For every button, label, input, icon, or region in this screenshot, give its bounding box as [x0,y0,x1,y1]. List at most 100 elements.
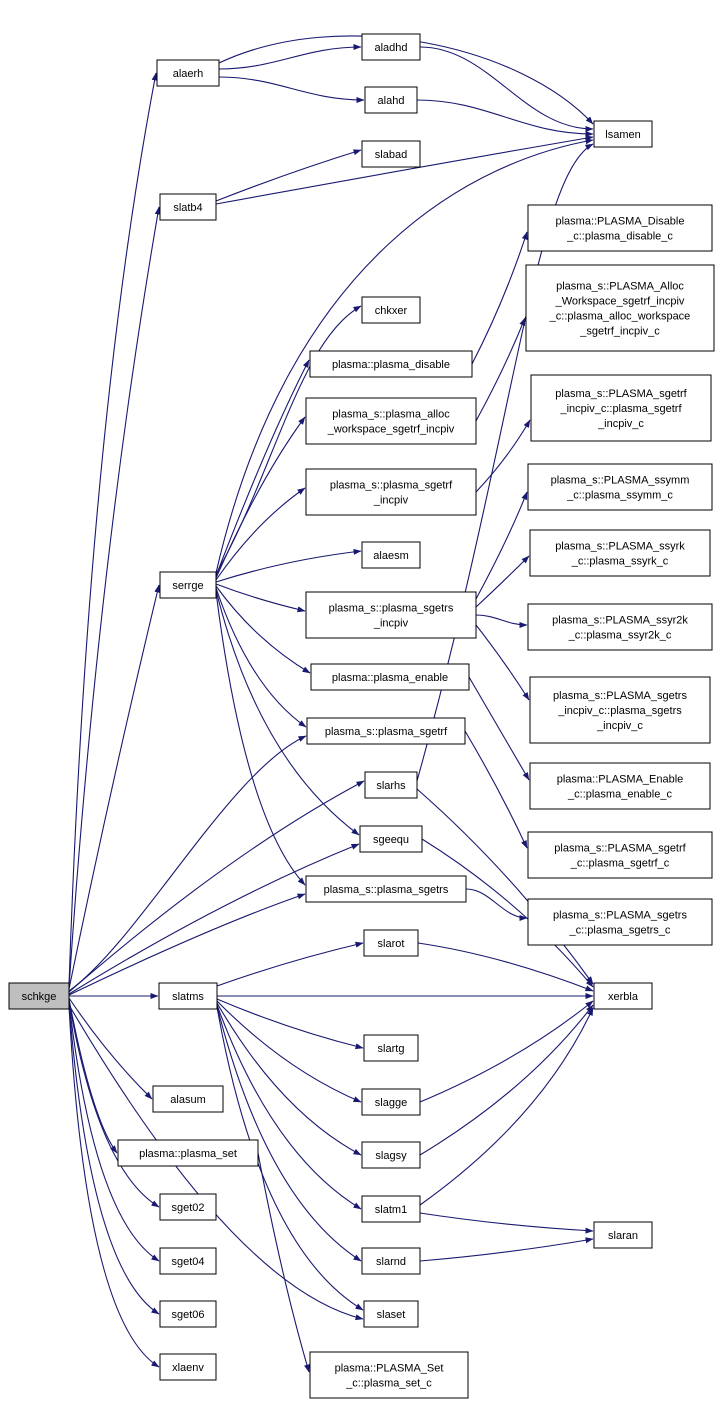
node-plasma_sgetrf-box[interactable] [306,717,466,745]
node-sget02-box[interactable] [159,1193,217,1221]
node-plasma_sgetrf_incpiv[interactable]: plasma_s::plasma_sgetrf_incpiv [305,468,477,516]
node-xlaenv-box[interactable] [159,1353,217,1381]
node-ssyr2k_c[interactable]: plasma_s::PLASMA_ssyr2k_c::plasma_ssyr2k… [527,603,713,651]
node-schkge[interactable]: schkge [8,982,70,1010]
node-plasma_disable[interactable]: plasma::plasma_disable [309,350,473,378]
node-slarot-box[interactable] [363,929,419,957]
node-sget04-box[interactable] [159,1247,217,1275]
node-slarhs[interactable]: slarhs [364,771,418,799]
node-sgetrf_c[interactable]: plasma_s::PLASMA_sgetrf_c::plasma_sgetrf… [527,831,713,879]
edge-slarhs-to-xerbla [416,788,594,985]
node-slaran[interactable]: slaran [593,1221,653,1249]
node-slarnd-box[interactable] [361,1247,421,1275]
node-plasma_sgetrf_incpiv_c-box[interactable] [530,374,712,442]
node-ssyr2k_c-box[interactable] [527,603,713,651]
node-slatm1-box[interactable] [361,1195,421,1223]
node-schkge-box[interactable] [8,982,70,1010]
node-plasma_enable-box[interactable] [310,663,470,691]
node-sgetrs_c-box[interactable] [527,898,713,946]
node-alaerh-box[interactable] [156,59,220,87]
node-xlaenv[interactable]: xlaenv [159,1353,217,1381]
node-sget06[interactable]: sget06 [159,1300,217,1328]
node-sgetrs_incpiv_c[interactable]: plasma_s::PLASMA_sgetrs_incpiv_c::plasma… [529,676,711,744]
node-sgetrs_incpiv_c-box[interactable] [529,676,711,744]
node-alahd[interactable]: alahd [364,86,418,114]
node-slarnd[interactable]: slarnd [361,1247,421,1275]
node-slaran-box[interactable] [593,1221,653,1249]
node-slatms-box[interactable] [158,982,218,1010]
node-plasma_set_c-box[interactable] [309,1351,469,1399]
node-plasma_sgetrs_incpiv[interactable]: plasma_s::plasma_sgetrs_incpiv [305,591,477,639]
node-slatb4-box[interactable] [159,193,217,221]
node-plasma_sgetrf[interactable]: plasma_s::plasma_sgetrf [306,717,466,745]
node-lsamen[interactable]: lsamen [593,120,653,148]
node-slatb4[interactable]: slatb4 [159,193,217,221]
node-plasma_sgetrf_incpiv_c[interactable]: plasma_s::PLASMA_sgetrf_incpiv_c::plasma… [530,374,712,442]
node-plasma_sgetrf_incpiv-box[interactable] [305,468,477,516]
edge-plasma_enable-to-enable_c [468,676,530,781]
node-sgetrf_c-box[interactable] [527,831,713,879]
node-alaesm-box[interactable] [361,541,421,569]
node-plasma_alloc[interactable]: plasma_s::plasma_alloc_workspace_sgetrf_… [305,397,477,445]
node-sgeequ-box[interactable] [359,825,423,853]
node-slaset[interactable]: slaset [363,1300,419,1328]
node-plasma_sgetrs[interactable]: plasma_s::plasma_sgetrs [305,875,467,903]
node-xerbla-box[interactable] [593,982,653,1010]
node-plasma_set_c[interactable]: plasma::PLASMA_Set_c::plasma_set_c [309,1351,469,1399]
node-xerbla[interactable]: xerbla [593,982,653,1010]
node-slatm1[interactable]: slatm1 [361,1195,421,1223]
node-ssyrk_c-box[interactable] [529,529,711,577]
node-slabad[interactable]: slabad [361,140,421,168]
node-lsamen-label: lsamen [605,129,640,141]
node-plasma_alloc_c[interactable]: plasma_s::PLASMA_Alloc_Workspace_sgetrf_… [525,264,715,352]
node-slatms[interactable]: slatms [158,982,218,1010]
node-sgeequ[interactable]: sgeequ [359,825,423,853]
node-slagsy[interactable]: slagsy [361,1141,421,1169]
node-alaesm[interactable]: alaesm [361,541,421,569]
node-alasum-box[interactable] [152,1085,224,1113]
node-plasma_alloc_c-box[interactable] [525,264,715,352]
node-enable_c[interactable]: plasma::PLASMA_Enable_c::plasma_enable_c [529,762,711,810]
node-plasma_disable-box[interactable] [309,350,473,378]
node-plasma_alloc-box[interactable] [305,397,477,445]
node-slarhs-box[interactable] [364,771,418,799]
node-lsamen-box[interactable] [593,120,653,148]
node-chkxer-box[interactable] [361,296,421,324]
node-sget02-label: sget02 [171,1202,204,1214]
node-slaset-box[interactable] [363,1300,419,1328]
node-serrge-box[interactable] [159,571,217,599]
node-slartg[interactable]: slartg [363,1034,419,1062]
node-slagge-box[interactable] [361,1088,421,1116]
node-chkxer[interactable]: chkxer [361,296,421,324]
node-slagge[interactable]: slagge [361,1088,421,1116]
node-ssymm_c-box[interactable] [527,463,713,511]
node-serrge[interactable]: serrge [159,571,217,599]
node-ssyrk_c[interactable]: plasma_s::PLASMA_ssyrk_c::plasma_ssyrk_c [529,529,711,577]
node-sget04[interactable]: sget04 [159,1247,217,1275]
edge-slatms-to-slarnd [216,1005,362,1262]
edge-serrge-to-plasma_enable [215,585,311,674]
node-alahd-box[interactable] [364,86,418,114]
node-plasma_disable_c-box[interactable] [527,204,713,252]
node-aladhd-box[interactable] [361,33,421,61]
node-ssymm_c[interactable]: plasma_s::PLASMA_ssymm_c::plasma_ssymm_c [527,463,713,511]
node-plasma_set[interactable]: plasma::plasma_set [117,1139,259,1167]
node-plasma_alloc-label: plasma_s::plasma_alloc [332,409,450,421]
node-slagsy-box[interactable] [361,1141,421,1169]
node-sget02[interactable]: sget02 [159,1193,217,1221]
node-alaerh[interactable]: alaerh [156,59,220,87]
node-enable_c-box[interactable] [529,762,711,810]
node-slabad-box[interactable] [361,140,421,168]
node-plasma_sgetrs-box[interactable] [305,875,467,903]
node-aladhd[interactable]: aladhd [361,33,421,61]
node-plasma_enable[interactable]: plasma::plasma_enable [310,663,470,691]
node-plasma_sgetrs_incpiv-box[interactable] [305,591,477,639]
node-sget04-label: sget04 [171,1256,204,1268]
node-slarot[interactable]: slarot [363,929,419,957]
node-slartg-box[interactable] [363,1034,419,1062]
node-sget06-box[interactable] [159,1300,217,1328]
node-alasum[interactable]: alasum [152,1085,224,1113]
node-plasma_disable_c[interactable]: plasma::PLASMA_Disable_c::plasma_disable… [527,204,713,252]
node-sgetrs_c[interactable]: plasma_s::PLASMA_sgetrs_c::plasma_sgetrs… [527,898,713,946]
node-plasma_set-box[interactable] [117,1139,259,1167]
